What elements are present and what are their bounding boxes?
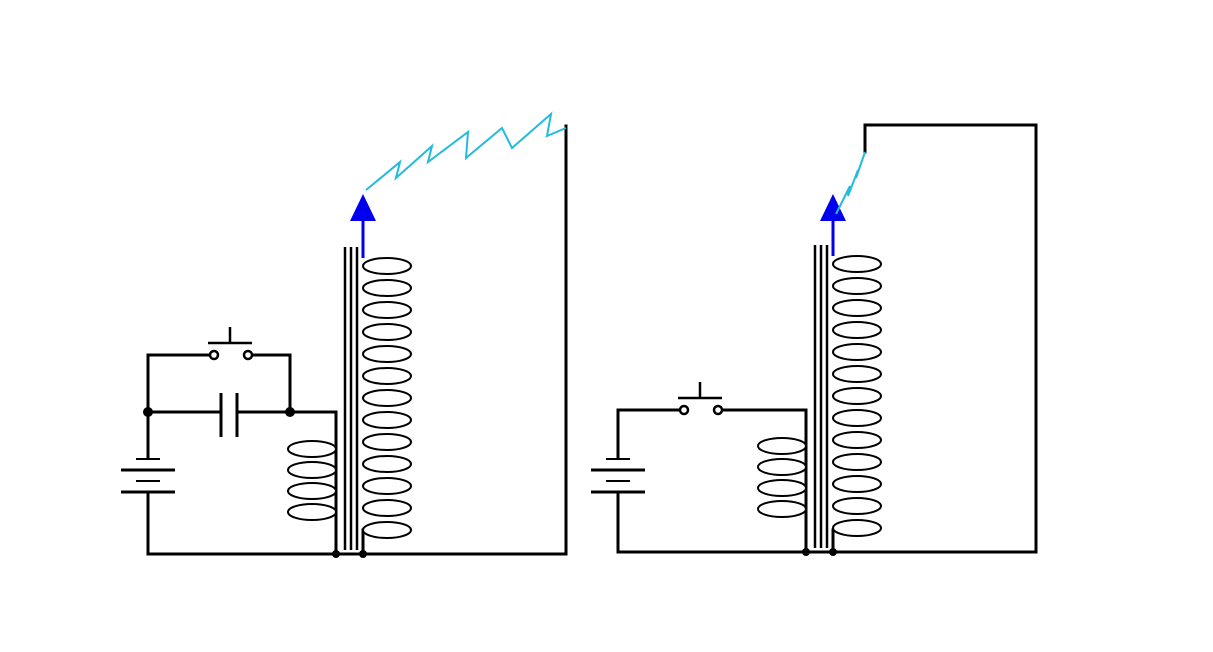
- primary-coil: [757, 437, 807, 518]
- capacitor: [219, 393, 239, 437]
- battery: [121, 458, 175, 494]
- push-switch: [678, 382, 724, 416]
- junction-dots: [802, 548, 837, 556]
- secondary-coil: [832, 255, 882, 537]
- spark-long: [365, 111, 567, 191]
- iron-core: [813, 245, 829, 548]
- battery: [591, 458, 645, 494]
- primary-coil: [287, 440, 337, 521]
- circuit-without-capacitor: [591, 123, 1038, 556]
- spark-short: [835, 151, 866, 215]
- push-switch: [208, 327, 254, 361]
- secondary-coil: [362, 257, 412, 539]
- iron-core: [343, 247, 359, 550]
- wires: [146, 124, 568, 556]
- output-terminal-arrow: [350, 194, 376, 258]
- output-terminal-arrow: [820, 194, 846, 256]
- circuit-with-capacitor: [121, 111, 568, 558]
- junction-dots: [143, 407, 367, 558]
